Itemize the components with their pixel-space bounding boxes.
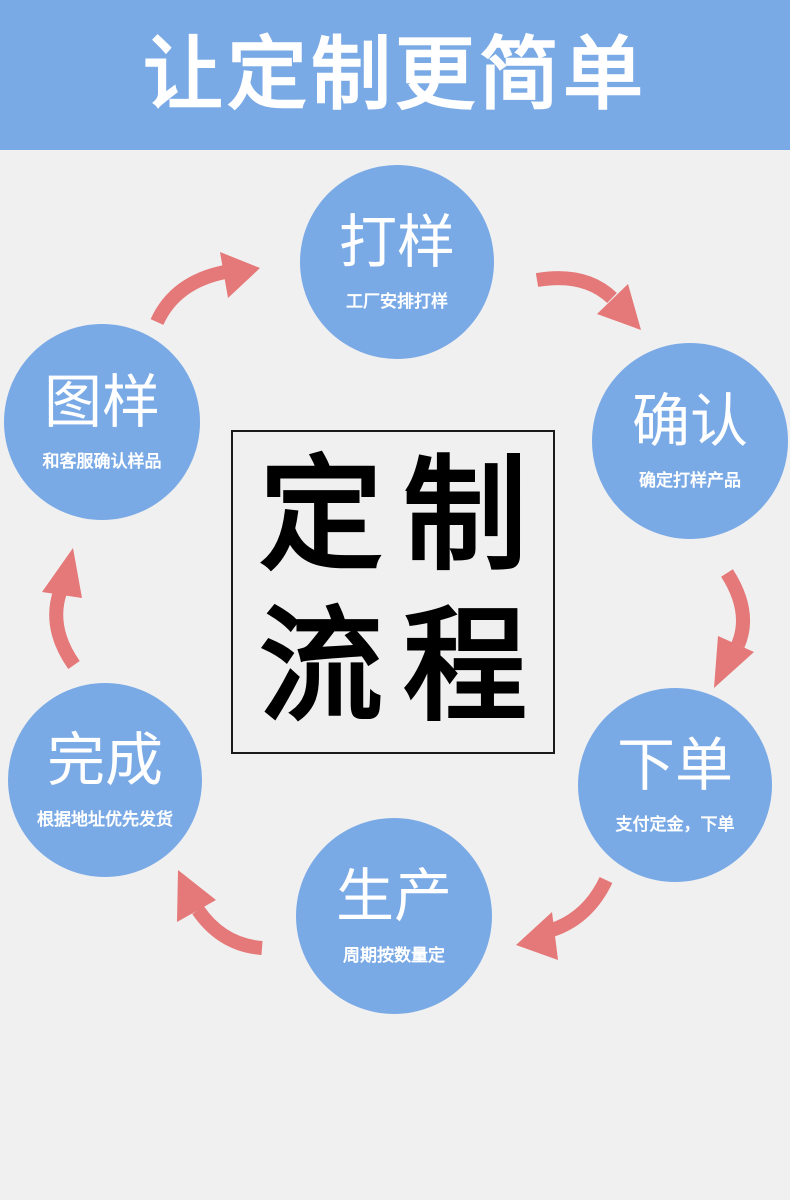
step-title: 打样	[338, 208, 455, 277]
step-title: 完成	[46, 726, 163, 795]
center-title-line-2: 流程	[258, 595, 547, 739]
step-production: 生产 周期按数量定	[296, 818, 492, 1014]
step-description: 支付定金，下单	[615, 814, 735, 835]
curved-arrow-icon	[535, 271, 641, 330]
step-confirm: 确认 确定打样产品	[592, 343, 788, 539]
step-description: 周期按数量定	[343, 945, 445, 966]
page-title: 让定制更简单	[143, 28, 647, 121]
step-title: 图样	[43, 368, 160, 437]
curved-arrow-icon	[42, 548, 82, 670]
step-order: 下单 支付定金，下单	[578, 688, 772, 882]
curved-arrow-icon	[516, 876, 613, 960]
curved-arrow-icon	[177, 870, 263, 955]
curved-arrow-icon	[150, 252, 260, 326]
step-description: 和客服确认样品	[42, 451, 162, 472]
step-title: 生产	[335, 862, 452, 931]
step-proofing: 打样 工厂安排打样	[300, 165, 494, 359]
step-description: 根据地址优先发货	[37, 809, 173, 830]
step-title: 下单	[616, 731, 733, 800]
step-description: 工厂安排打样	[346, 291, 448, 312]
header-banner: 让定制更简单	[0, 0, 790, 150]
curved-arrow-icon	[714, 569, 754, 688]
center-title-line-1: 定制	[258, 443, 547, 588]
step-design: 图样 和客服确认样品	[4, 324, 200, 520]
step-complete: 完成 根据地址优先发货	[8, 683, 202, 877]
step-description: 确定打样产品	[639, 470, 741, 491]
step-title: 确认	[631, 387, 748, 456]
center-title-box: 定制 流程	[231, 430, 555, 754]
